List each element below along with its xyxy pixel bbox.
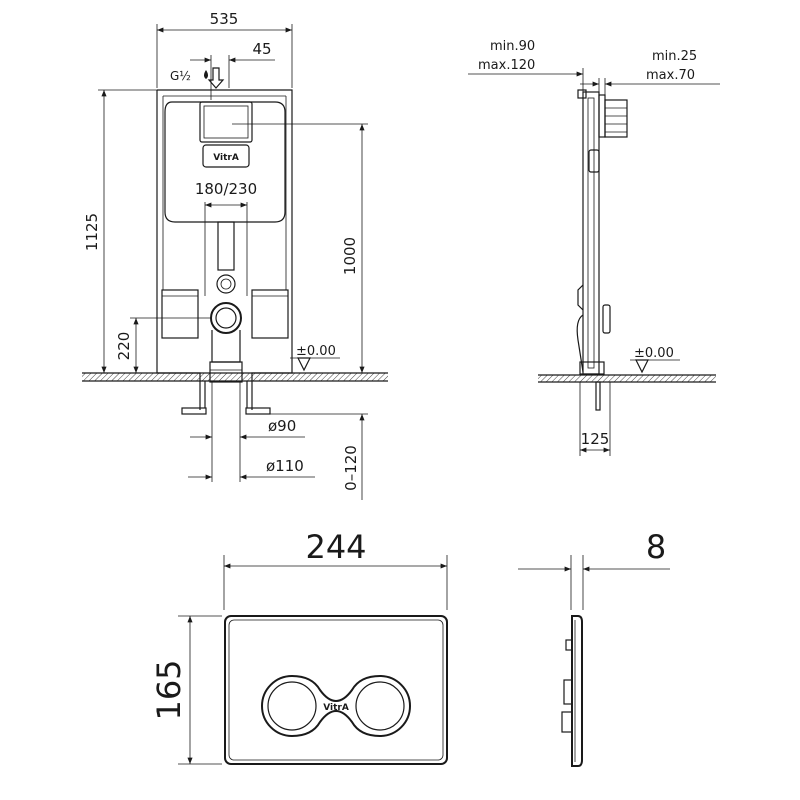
pipe-large-label: ø110	[266, 457, 304, 475]
floor-side	[538, 375, 716, 382]
dim-outlet-height: 220	[115, 317, 212, 373]
dim-depth: min.90 max.120	[468, 39, 584, 92]
plate-brand: VitrA	[323, 703, 349, 713]
inlet-size-label: G½	[170, 69, 191, 83]
floor-front	[82, 373, 388, 381]
dim-cistern-height: 1000	[232, 123, 368, 373]
flush-plate-side: 8	[518, 528, 670, 767]
depth-min-label: min.90	[490, 39, 535, 54]
level-marker-front: ±0.00	[290, 344, 340, 372]
plate-thickness-label: 8	[646, 528, 666, 566]
wall-connector	[604, 99, 628, 138]
dim-base-depth: 125	[579, 382, 611, 456]
outlet-height-label: 220	[115, 332, 133, 361]
depth-max-label: max.120	[478, 58, 535, 73]
side-level-label: ±0.00	[634, 346, 674, 361]
pipe-small-label: ø90	[268, 417, 296, 435]
flush-plate-outline	[224, 615, 448, 765]
plate-profile	[571, 615, 583, 767]
side-view: min.90 max.120 min.25 max.70 ±0.00 125	[468, 39, 720, 456]
dim-height: 1125	[83, 89, 157, 373]
flush-button-left[interactable]	[267, 681, 317, 731]
wall-max-label: max.70	[646, 68, 695, 83]
adjust-range-label: 0–120	[342, 445, 360, 491]
dim-inlet: 45 G½	[170, 40, 275, 100]
front-level-label: ±0.00	[296, 344, 336, 359]
flush-plate-front: 244 165 VitrA	[150, 528, 448, 765]
dim-adjust: 0–120	[258, 413, 368, 500]
dim-pipes: ø90 ø110	[188, 382, 315, 482]
flush-button-right[interactable]	[355, 681, 405, 731]
dim-width: 535	[156, 10, 293, 88]
water-drop-icon	[204, 70, 208, 79]
cistern-brand: VitrA	[213, 153, 239, 163]
front-height-label: 1125	[83, 213, 101, 251]
plate-height-label: 165	[150, 659, 188, 720]
inlet-offset-label: 45	[252, 40, 271, 58]
front-width-label: 535	[210, 10, 239, 28]
cistern-height-label: 1000	[341, 237, 359, 275]
base-depth-label: 125	[581, 430, 610, 448]
front-view: VitrA 535 45 G½	[82, 10, 388, 500]
plate-width-label: 244	[305, 528, 366, 566]
dim-outlet-spacing: 180/230	[195, 180, 257, 296]
installation-frame	[156, 89, 293, 415]
inlet-arrow-icon	[207, 67, 225, 89]
level-marker-side: ±0.00	[630, 346, 680, 374]
wall-min-label: min.25	[652, 49, 697, 64]
flush-button-housing	[261, 674, 411, 738]
dim-wall: min.25 max.70	[580, 49, 720, 95]
side-frame	[576, 89, 628, 411]
cistern-tank: VitrA	[164, 101, 286, 383]
outlet-spacing-label: 180/230	[195, 180, 257, 198]
